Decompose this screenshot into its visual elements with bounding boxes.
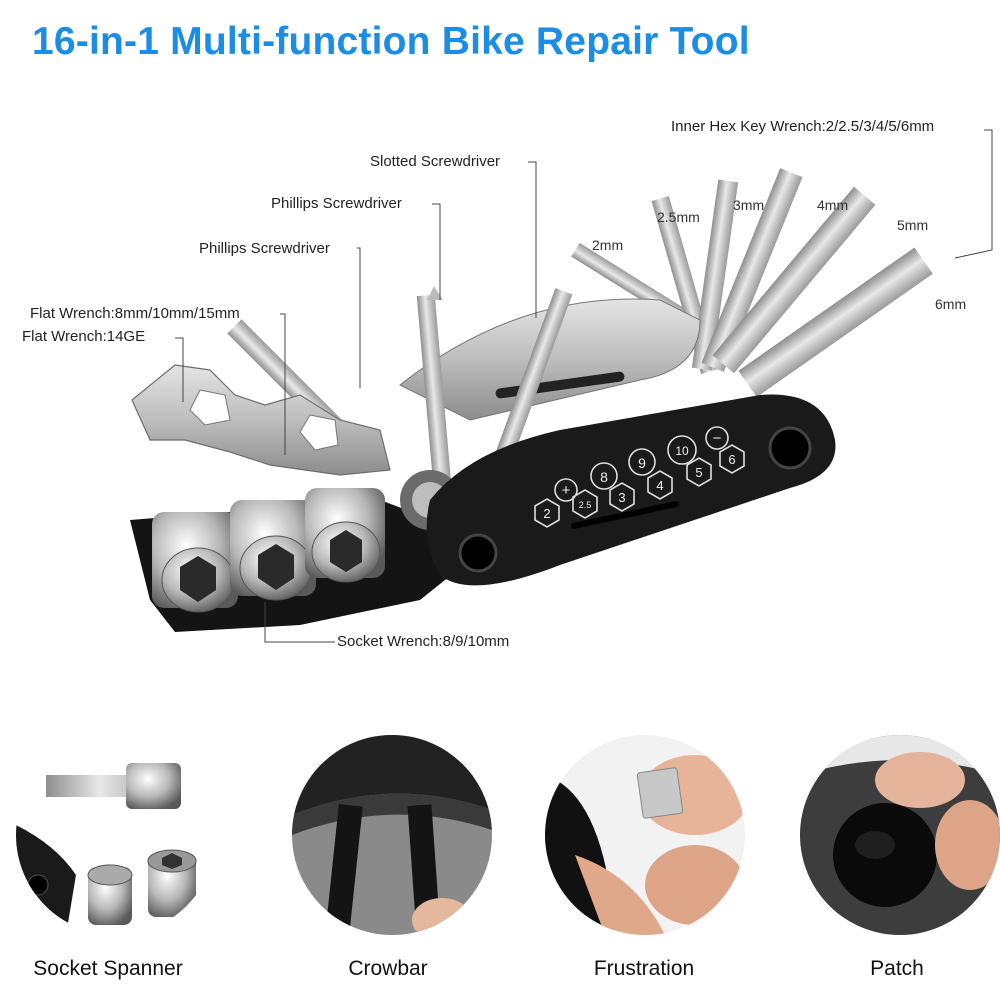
- caption-frustration: Frustration: [593, 957, 695, 980]
- marking-plus: +: [562, 482, 571, 499]
- hex-size-2: 2mm: [592, 237, 624, 253]
- page-title: 16-in-1 Multi-function Bike Repair Tool: [32, 20, 750, 63]
- callout-phillips-screwdriver-2: Phillips Screwdriver: [199, 240, 330, 257]
- callout-socket-wrench: Socket Wrench:8/9/10mm: [337, 633, 510, 650]
- marking-minus: −: [713, 430, 722, 447]
- tire-patch-icon: [800, 735, 1000, 935]
- hex-keys: [571, 168, 933, 398]
- marking-8: 8: [600, 469, 608, 485]
- marking-9: 9: [638, 455, 646, 471]
- scraper-icon: [545, 735, 745, 935]
- sockets: [152, 488, 385, 613]
- marking-3: 3: [618, 490, 625, 505]
- tool-body: [426, 394, 836, 586]
- marking-5: 5: [695, 465, 702, 480]
- hex-size-6: 6mm: [935, 296, 967, 312]
- flat-wrench: [131, 364, 391, 476]
- hex-size-5: 5mm: [897, 217, 929, 233]
- back-plate: [399, 298, 701, 421]
- leader-lines: [175, 129, 993, 643]
- hex-size-3: 3mm: [733, 197, 765, 213]
- callout-flat-wrench-mm: Flat Wrench:8mm/10mm/15mm: [30, 305, 240, 322]
- body-marking-labels: 2 + 2.5 8 3 9 4 10 5 − 6: [543, 430, 735, 521]
- tire-lever-icon: [292, 735, 492, 935]
- caption-socket-spanner: Socket Spanner: [33, 957, 183, 980]
- multitool-illustration: 2 + 2.5 8 3 9 4 10 5 − 6: [130, 129, 993, 643]
- callout-phillips-screwdriver-1: Phillips Screwdriver: [271, 195, 402, 212]
- callout-flat-wrench-ge: Flat Wrench:14GE: [22, 328, 146, 345]
- marking-2: 2: [543, 506, 550, 521]
- caption-crowbar: Crowbar: [348, 957, 428, 980]
- callout-inner-hex-key: Inner Hex Key Wrench:2/2.5/3/4/5/6mm: [671, 118, 935, 135]
- marking-6: 6: [728, 452, 735, 467]
- hex-size-4: 4mm: [817, 197, 849, 213]
- socket-spanner-icon: [16, 735, 216, 935]
- caption-patch: Patch: [870, 957, 924, 980]
- marking-2-5: 2.5: [579, 500, 592, 510]
- callout-slotted-screwdriver: Slotted Screwdriver: [370, 153, 501, 170]
- marking-10: 10: [675, 444, 689, 458]
- body-markings: [534, 426, 745, 528]
- marking-4: 4: [656, 478, 663, 493]
- hex-size-2-5: 2.5mm: [657, 209, 700, 225]
